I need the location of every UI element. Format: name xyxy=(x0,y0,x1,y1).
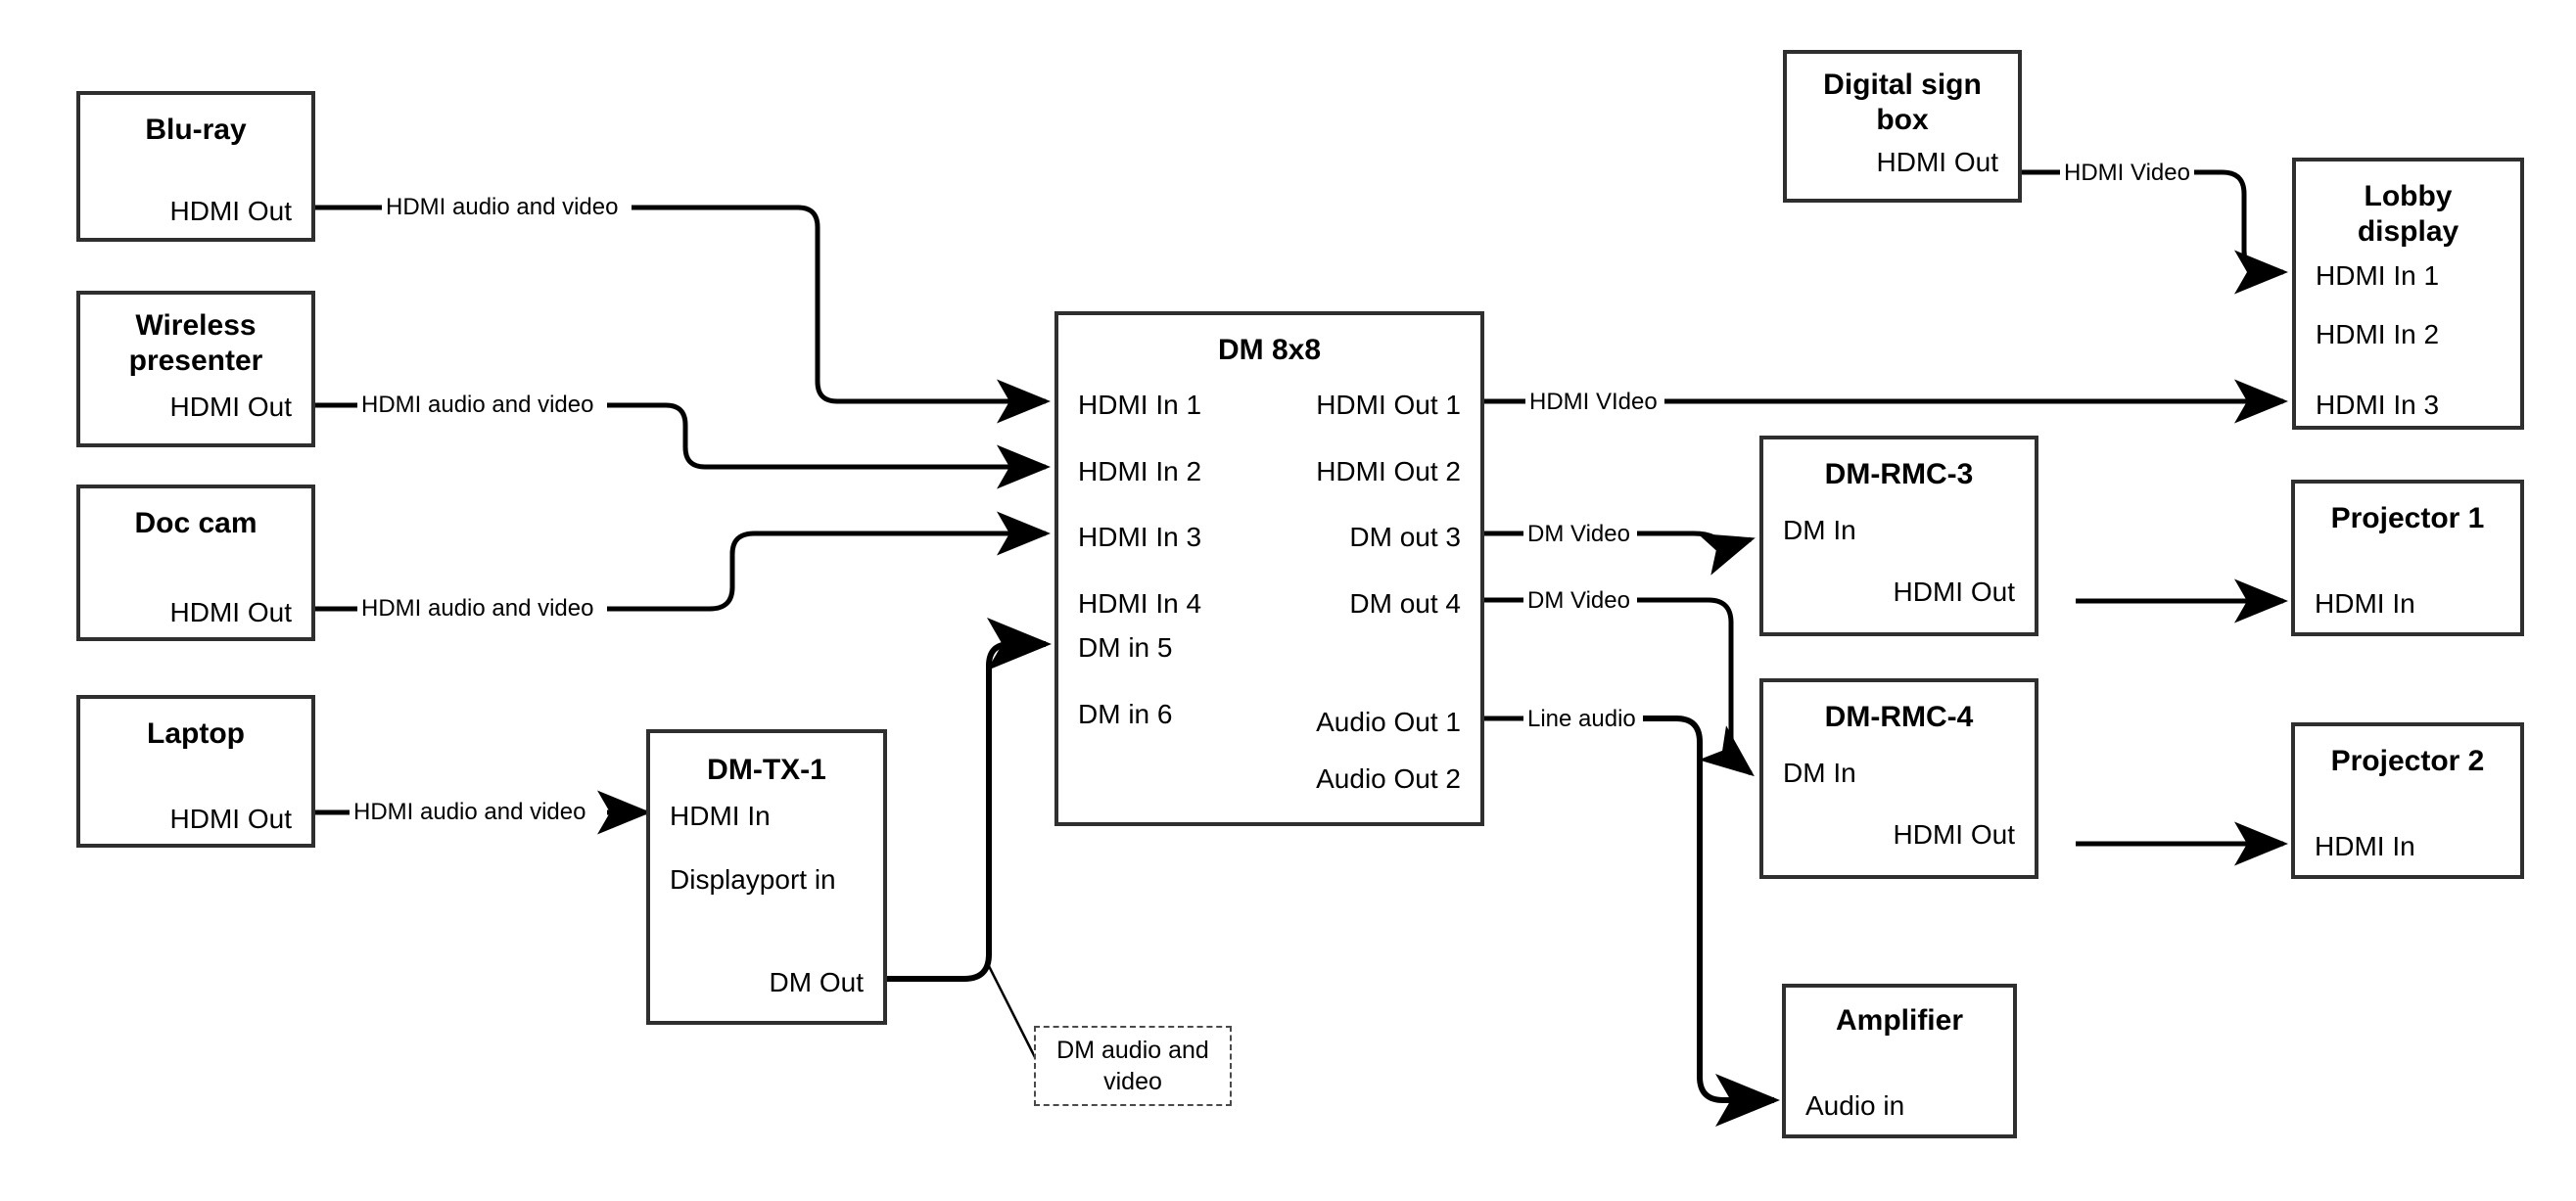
wire-label-doccam: HDMI audio and video xyxy=(357,596,598,622)
node-dm-tx-1[interactable]: DM-TX-1 HDMI In Displayport in DM Out xyxy=(646,729,887,1025)
port-hdmi-out-2[interactable]: HDMI Out 2 xyxy=(1316,456,1461,486)
port-hdmi-in-3[interactable]: HDMI In 3 xyxy=(2316,390,2440,420)
port-hdmi-in-2[interactable]: HDMI In 2 xyxy=(1078,456,1202,486)
port-hdmi-out[interactable]: HDMI Out xyxy=(1876,147,1998,177)
node-amplifier[interactable]: Amplifier Audio in xyxy=(1782,984,2017,1138)
node-title: Lobby display xyxy=(2357,180,2459,248)
port-dm-out[interactable]: DM Out xyxy=(769,967,864,997)
port-hdmi-in-2[interactable]: HDMI In 2 xyxy=(2316,319,2440,349)
port-dm-out-3[interactable]: DM out 3 xyxy=(1349,522,1461,552)
port-hdmi-in-1[interactable]: HDMI In 1 xyxy=(2316,260,2440,291)
port-hdmi-in[interactable]: HDMI In xyxy=(2315,831,2415,861)
node-wireless-presenter[interactable]: Wireless presenter HDMI Out xyxy=(76,291,315,447)
callout-dm-audio-and-video: DM audio and video xyxy=(1034,1026,1232,1106)
port-hdmi-out[interactable]: HDMI Out xyxy=(169,804,292,834)
node-digital-sign-box[interactable]: Digital sign box HDMI Out xyxy=(1783,50,2022,203)
wire-label-dm-video-3: DM Video xyxy=(1523,522,1634,547)
wire-label-laptop: HDMI audio and video xyxy=(350,800,590,825)
wire-label-dm-video-4: DM Video xyxy=(1523,588,1634,614)
port-displayport-in[interactable]: Displayport in xyxy=(670,864,836,895)
wire-label-bluray: HDMI audio and video xyxy=(382,195,623,220)
port-audio-in[interactable]: Audio in xyxy=(1805,1090,1905,1121)
port-hdmi-in-3[interactable]: HDMI In 3 xyxy=(1078,522,1202,552)
port-hdmi-in[interactable]: HDMI In xyxy=(2315,588,2415,619)
port-dm-in[interactable]: DM In xyxy=(1783,515,1856,545)
port-audio-out-1[interactable]: Audio Out 1 xyxy=(1316,707,1461,737)
node-title: Blu-ray xyxy=(145,114,247,146)
wire-dm8x8-to-rmc4 xyxy=(1484,597,1755,777)
wire-label-line-audio: Line audio xyxy=(1523,707,1640,732)
node-title: Amplifier xyxy=(1835,1004,1964,1037)
port-hdmi-in-4[interactable]: HDMI In 4 xyxy=(1078,588,1202,619)
wire-bluray-to-dm8x8 xyxy=(315,205,1051,424)
node-title: DM 8x8 xyxy=(1217,334,1322,366)
node-projector-1[interactable]: Projector 1 HDMI In xyxy=(2291,480,2524,636)
node-dm-8x8[interactable]: DM 8x8 HDMI In 1 HDMI In 2 HDMI In 3 HDM… xyxy=(1054,311,1484,826)
node-lobby-display[interactable]: Lobby display HDMI In 1 HDMI In 2 HDMI I… xyxy=(2292,158,2524,430)
wire-label-hdmi-video-out1: HDMI VIdeo xyxy=(1525,390,1662,415)
port-hdmi-out[interactable]: HDMI Out xyxy=(1893,577,2015,607)
node-title: Doc cam xyxy=(134,507,258,539)
port-dm-out-4[interactable]: DM out 4 xyxy=(1349,588,1461,619)
wire-dm8x8-to-amplifier xyxy=(1484,716,1780,1127)
port-hdmi-in[interactable]: HDMI In xyxy=(670,801,771,831)
node-title: DM-TX-1 xyxy=(707,754,826,786)
node-projector-2[interactable]: Projector 2 HDMI In xyxy=(2291,722,2524,879)
node-title: DM-RMC-4 xyxy=(1824,701,1974,733)
port-hdmi-out[interactable]: HDMI Out xyxy=(169,196,292,226)
node-bluray[interactable]: Blu-ray HDMI Out xyxy=(76,91,315,242)
port-dm-in[interactable]: DM In xyxy=(1783,758,1856,788)
wire-signbox-to-lobby xyxy=(2022,169,2288,295)
node-title: Projector 1 xyxy=(2330,502,2485,534)
node-title: Wireless presenter xyxy=(128,309,263,377)
node-title: Projector 2 xyxy=(2330,745,2485,777)
port-dm-in-5[interactable]: DM in 5 xyxy=(1078,632,1173,663)
node-title: Laptop xyxy=(147,717,245,750)
port-hdmi-out[interactable]: HDMI Out xyxy=(169,392,292,422)
node-dm-rmc-4[interactable]: DM-RMC-4 DM In HDMI Out xyxy=(1759,678,2038,879)
wire-label-hdmi-video-sign: HDMI Video xyxy=(2060,161,2194,186)
node-dm-rmc-3[interactable]: DM-RMC-3 DM In HDMI Out xyxy=(1759,436,2038,636)
port-dm-in-6[interactable]: DM in 6 xyxy=(1078,699,1173,729)
wire-label-wireless: HDMI audio and video xyxy=(357,393,598,418)
port-hdmi-in-1[interactable]: HDMI In 1 xyxy=(1078,390,1202,420)
port-hdmi-out-1[interactable]: HDMI Out 1 xyxy=(1316,390,1461,420)
wire-dmtx1-to-dm8x8 xyxy=(887,618,1052,1064)
port-audio-out-2[interactable]: Audio Out 2 xyxy=(1316,763,1461,794)
node-title: Digital sign box xyxy=(1823,69,1982,136)
node-title: DM-RMC-3 xyxy=(1824,458,1974,490)
port-hdmi-out[interactable]: HDMI Out xyxy=(169,597,292,627)
node-doc-cam[interactable]: Doc cam HDMI Out xyxy=(76,485,315,641)
node-laptop[interactable]: Laptop HDMI Out xyxy=(76,695,315,848)
port-hdmi-out[interactable]: HDMI Out xyxy=(1893,819,2015,850)
